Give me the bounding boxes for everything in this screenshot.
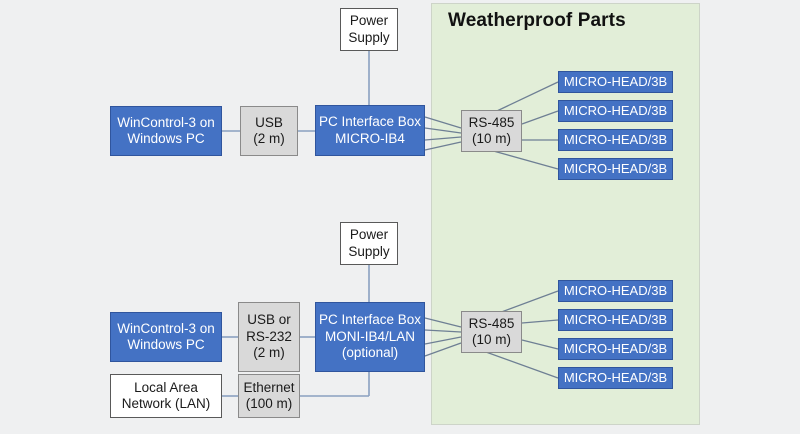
ethernet-cable-line2: (100 m) [245, 396, 293, 411]
bottom-micro-head-label-1: MICRO-HEAD/3B [563, 283, 668, 299]
bottom-rs485-bus-line1: RS-485 [468, 315, 515, 331]
top-usb-cable-line2: (2 m) [253, 131, 285, 146]
top-power-supply-line1: Power [349, 13, 389, 29]
local-area-network-line2: Network (LAN) [121, 396, 211, 411]
local-area-network-node[interactable]: Local Area Network (LAN) [110, 374, 222, 418]
top-rs485-bus-line2: (10 m) [471, 131, 511, 146]
bottom-micro-head-node-4[interactable]: MICRO-HEAD/3B [558, 367, 673, 389]
top-wincontrol-pc-line2: Windows PC [127, 131, 205, 146]
top-pc-interface-box-line2: MICRO-IB4 [335, 130, 405, 146]
top-micro-head-node-3[interactable]: MICRO-HEAD/3B [558, 129, 673, 151]
bottom-wincontrol-pc-line1: WinControl-3 on [117, 320, 215, 336]
ethernet-cable-node[interactable]: Ethernet (100 m) [238, 374, 300, 418]
bottom-micro-head-label-4: MICRO-HEAD/3B [563, 370, 668, 386]
bottom-power-supply-line1: Power [349, 227, 389, 243]
top-wincontrol-pc-node[interactable]: WinControl-3 on Windows PC [110, 106, 222, 156]
top-micro-head-label-3: MICRO-HEAD/3B [563, 132, 668, 148]
top-micro-head-node-4[interactable]: MICRO-HEAD/3B [558, 158, 673, 180]
top-micro-head-node-2[interactable]: MICRO-HEAD/3B [558, 100, 673, 122]
bottom-micro-head-node-3[interactable]: MICRO-HEAD/3B [558, 338, 673, 360]
top-power-supply-node[interactable]: Power Supply [340, 8, 398, 51]
bottom-wincontrol-pc-line2: Windows PC [127, 337, 205, 352]
top-micro-head-label-2: MICRO-HEAD/3B [563, 103, 668, 119]
bottom-micro-head-node-1[interactable]: MICRO-HEAD/3B [558, 280, 673, 302]
bottom-wincontrol-pc-node[interactable]: WinControl-3 on Windows PC [110, 312, 222, 362]
bottom-rs485-bus-node[interactable]: RS-485 (10 m) [461, 311, 522, 353]
weatherproof-parts-region [431, 3, 700, 425]
top-pc-interface-box-line1: PC Interface Box [318, 114, 422, 130]
bottom-usb-rs232-cable-line1: USB or [247, 312, 291, 328]
bottom-usb-rs232-cable-node[interactable]: USB or RS-232 (2 m) [238, 302, 300, 372]
bottom-pc-interface-box-line1: PC Interface Box [318, 312, 422, 328]
top-usb-cable-line1: USB [255, 114, 283, 130]
top-wincontrol-pc-line1: WinControl-3 on [117, 114, 215, 130]
bottom-pc-interface-box-line2: MONI-IB4/LAN [324, 328, 416, 344]
bottom-power-supply-line2: Supply [348, 243, 390, 259]
top-rs485-bus-node[interactable]: RS-485 (10 m) [461, 110, 522, 152]
top-power-supply-line2: Supply [348, 29, 390, 45]
top-micro-head-label-4: MICRO-HEAD/3B [563, 161, 668, 177]
ethernet-cable-line1: Ethernet [243, 379, 295, 395]
bottom-pc-interface-box-node[interactable]: PC Interface Box MONI-IB4/LAN (optional) [315, 302, 425, 372]
bottom-rs485-bus-line2: (10 m) [471, 332, 511, 347]
bottom-usb-rs232-cable-line2: RS-232 [246, 328, 292, 344]
bottom-pc-interface-box-line3: (optional) [341, 345, 399, 361]
bottom-usb-rs232-cable-line3: (2 m) [253, 345, 285, 361]
bottom-power-supply-node[interactable]: Power Supply [340, 222, 398, 265]
top-micro-head-node-1[interactable]: MICRO-HEAD/3B [558, 71, 673, 93]
top-micro-head-label-1: MICRO-HEAD/3B [563, 74, 668, 90]
top-pc-interface-box-node[interactable]: PC Interface Box MICRO-IB4 [315, 105, 425, 156]
weatherproof-parts-title: Weatherproof Parts [448, 10, 626, 31]
bottom-micro-head-label-3: MICRO-HEAD/3B [563, 341, 668, 357]
local-area-network-line1: Local Area [134, 379, 198, 395]
top-rs485-bus-line1: RS-485 [468, 114, 515, 130]
top-usb-cable-node[interactable]: USB (2 m) [240, 106, 298, 156]
bottom-micro-head-label-2: MICRO-HEAD/3B [563, 312, 668, 328]
bottom-micro-head-node-2[interactable]: MICRO-HEAD/3B [558, 309, 673, 331]
